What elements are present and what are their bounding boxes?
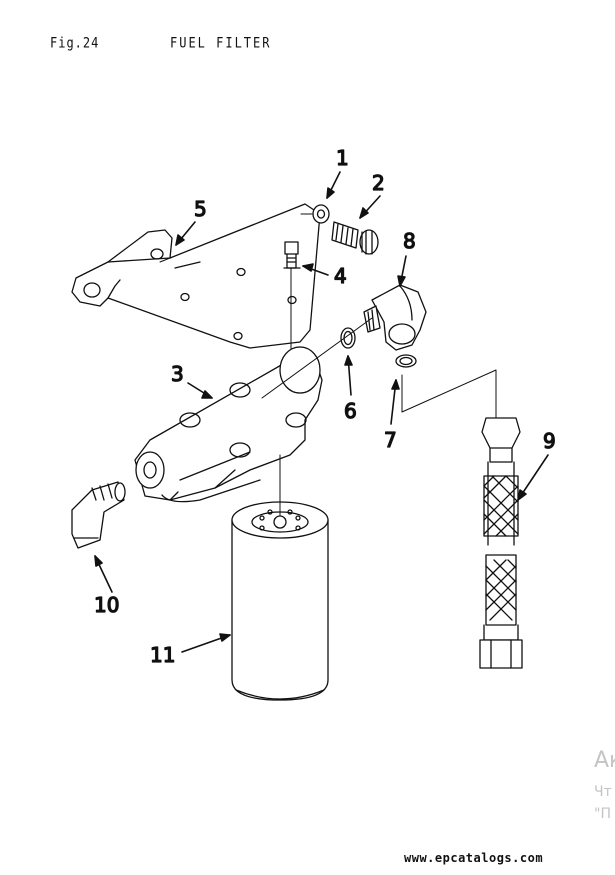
callout-8: 8 xyxy=(403,229,416,253)
filter-head-part-3 xyxy=(134,346,323,503)
figure-number: Fig.24 xyxy=(50,34,100,52)
callout-7: 7 xyxy=(384,428,397,452)
o-ring-part-7 xyxy=(395,354,417,368)
callout-11: 11 xyxy=(150,643,175,667)
fitting-part-2 xyxy=(331,221,379,255)
o-ring-part-6 xyxy=(340,327,356,349)
callout-5: 5 xyxy=(194,197,207,221)
elbow-connector-part-10 xyxy=(71,481,126,549)
callout-9: 9 xyxy=(543,429,556,453)
callout-1: 1 xyxy=(336,146,349,170)
hose-part-9 xyxy=(479,417,523,669)
leader-arrows xyxy=(94,171,549,653)
watermark-line-1: Ак xyxy=(594,748,615,773)
callout-10: 10 xyxy=(94,593,119,617)
filter-cartridge-part-11 xyxy=(231,501,329,701)
bracket-part-5 xyxy=(71,203,321,349)
washer-part-1 xyxy=(312,204,330,224)
footer-website: www.epcatalogs.com xyxy=(404,851,544,865)
watermark-line-3: "П xyxy=(594,806,611,822)
elbow-fitting-part-8 xyxy=(363,284,427,351)
callout-2: 2 xyxy=(372,171,385,195)
callout-4: 4 xyxy=(334,264,347,288)
watermark-line-2: Чт xyxy=(594,784,612,800)
assembly-lines xyxy=(159,213,497,516)
figure-title: FUEL FILTER xyxy=(170,34,272,52)
callout-6: 6 xyxy=(344,399,357,423)
callout-3: 3 xyxy=(171,362,184,386)
